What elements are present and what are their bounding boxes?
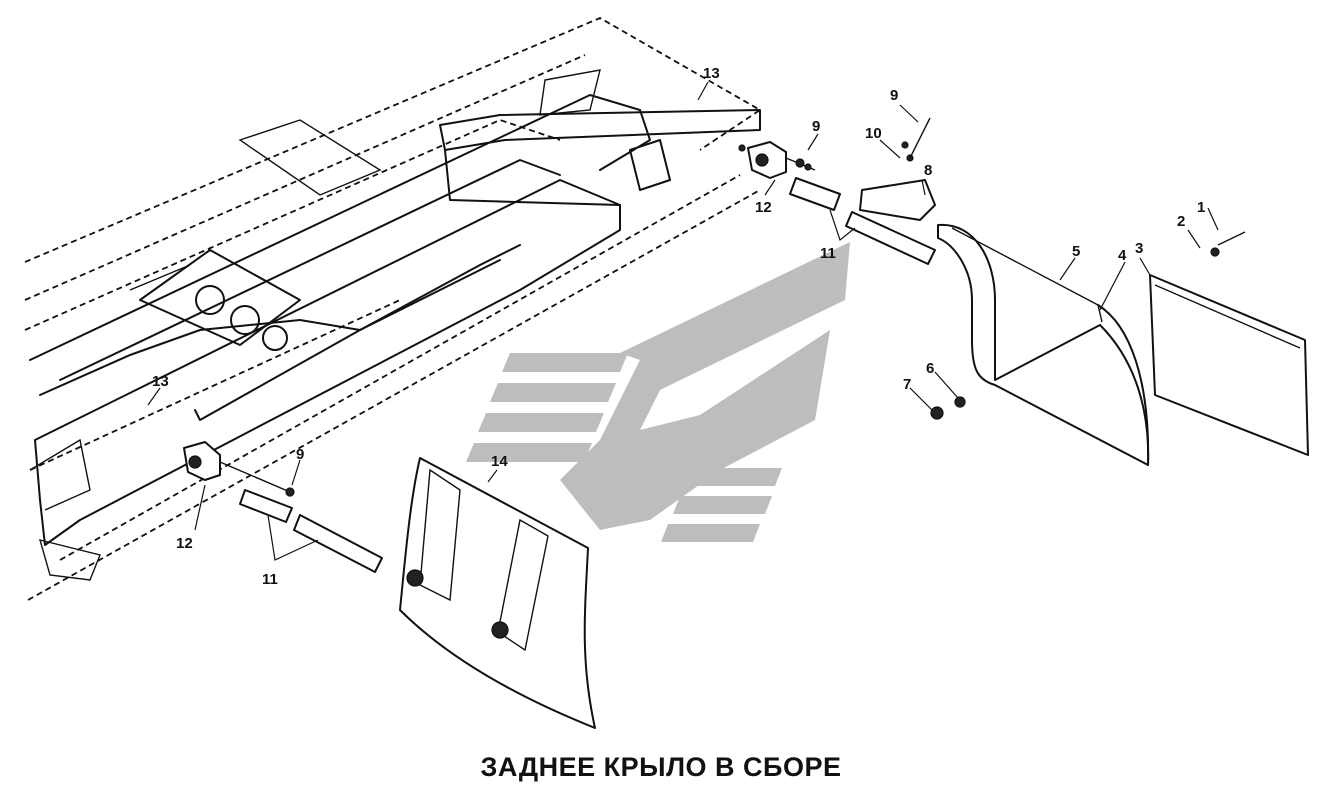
- upper-tubes: [789, 117, 936, 265]
- callout-12-upper: 12: [755, 199, 772, 216]
- callout-1: 1: [1197, 199, 1205, 216]
- callout-14: 14: [491, 453, 508, 470]
- callout-12-lower: 12: [176, 535, 193, 552]
- rear-fender-assembly: [930, 223, 1309, 466]
- lower-tubes: [239, 489, 383, 573]
- callout-2: 2: [1177, 213, 1185, 230]
- mudguard-panel: [399, 457, 596, 729]
- callout-5: 5: [1072, 243, 1080, 260]
- vehicle-frame: [24, 16, 762, 601]
- callout-9-upper: 9: [812, 118, 820, 135]
- callout-11-upper: 11: [820, 245, 836, 262]
- callout-13-upper: 13: [703, 65, 720, 82]
- watermark-logo: [466, 242, 850, 542]
- diagram-caption: ЗАДНЕЕ КРЫЛО В СБОРЕ: [480, 752, 842, 782]
- callout-3: 3: [1135, 240, 1143, 257]
- callout-13-lower: 13: [152, 373, 169, 390]
- callout-11-lower: 11: [262, 571, 278, 588]
- callout-9-lower: 9: [296, 446, 304, 463]
- callout-10: 10: [865, 125, 882, 142]
- leader-lines: [147, 81, 1219, 561]
- callout-4: 4: [1118, 247, 1127, 264]
- callout-9-top: 9: [890, 87, 898, 104]
- callout-7: 7: [903, 376, 911, 393]
- callout-6: 6: [926, 360, 934, 377]
- upper-mount-bracket: [738, 141, 816, 179]
- callout-8: 8: [924, 162, 932, 179]
- lower-mount-bracket: [183, 441, 295, 497]
- callouts: 1 2 3 4 5 6 7 8 9 9 9 10 11 11 12 12 13 …: [152, 65, 1205, 588]
